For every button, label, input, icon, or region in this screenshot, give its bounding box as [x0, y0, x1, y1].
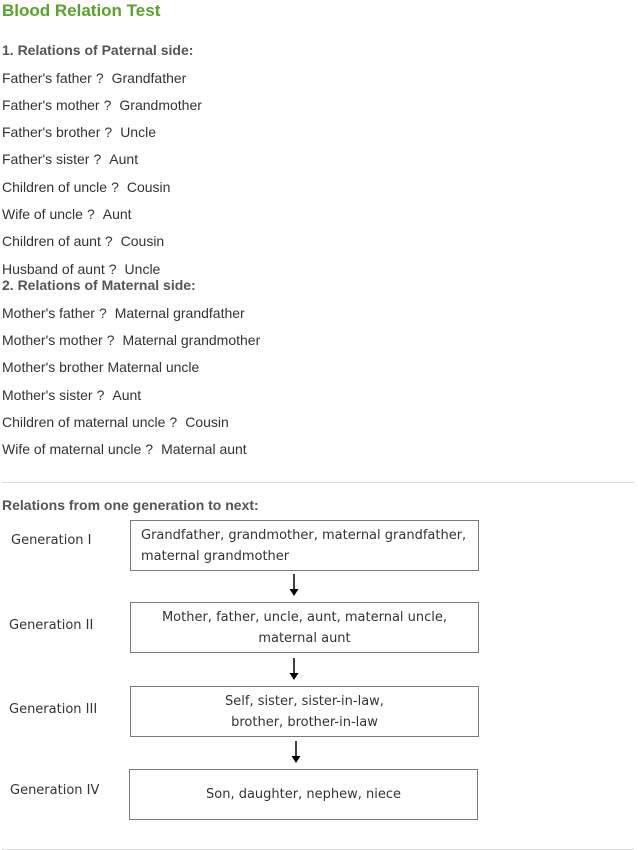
separator: ? — [104, 233, 113, 249]
separator: ? — [86, 206, 95, 222]
relation-text: Father's sister — [2, 151, 90, 167]
relation-text: Mother's mother — [2, 332, 103, 348]
relation-text: Husband of aunt — [2, 261, 105, 277]
generation-box: Grandfather, grandmother, maternal grand… — [130, 520, 479, 571]
relation-answer: Maternal grandmother — [122, 332, 261, 348]
relation-line: Wife of maternal uncle? Maternal aunt — [2, 441, 247, 457]
relation-line: Father's mother? Grandmother — [2, 97, 202, 113]
relation-text: Father's mother — [2, 97, 100, 113]
relation-answer: Maternal grandfather — [114, 305, 245, 321]
generation-box: Son, daughter, nephew, niece — [129, 769, 478, 820]
generation-text: Son, daughter, nephew, niece — [206, 787, 401, 802]
separator: ? — [108, 261, 117, 277]
page-title: Blood Relation Test — [2, 1, 161, 20]
relation-answer: Uncle — [124, 261, 161, 277]
separator: ? — [95, 70, 104, 86]
generation-text: Grandfather, grandmother, maternal grand… — [141, 527, 467, 543]
relation-line: Wife of uncle? Aunt — [2, 206, 132, 222]
relation-text: Wife of uncle — [2, 206, 83, 222]
relation-answer: Cousin — [120, 233, 165, 249]
relation-text: Mother's sister — [2, 387, 93, 403]
generation-label: Generation III — [9, 702, 98, 717]
generation-label: Generation II — [9, 618, 94, 633]
generation-text: maternal aunt — [258, 630, 351, 646]
relation-text: Children of maternal uncle — [2, 414, 166, 430]
relation-text: Mother's father — [2, 305, 95, 321]
relation-line: Mother's father? Maternal grandfather — [2, 305, 245, 321]
generations-heading: Relations from one generation to next: — [2, 497, 259, 513]
relation-text: Father's father — [2, 70, 92, 86]
relation-text: Father's brother — [2, 124, 101, 140]
relation-answer: Grandmother — [119, 97, 202, 113]
generation-box: Mother, father, uncle, aunt, maternal un… — [130, 602, 479, 653]
paternal-heading: 1. Relations of Paternal side: — [2, 42, 194, 58]
separator: ? — [98, 305, 107, 321]
relation-line: Children of aunt? Cousin — [2, 233, 164, 249]
separator: ? — [169, 414, 178, 430]
generation-text: Self, sister, sister-in-law, — [225, 693, 384, 709]
relation-line: Children of maternal uncle? Cousin — [2, 414, 229, 430]
relation-line: Mother's mother? Maternal grandmother — [2, 332, 260, 348]
separator: ? — [111, 179, 119, 195]
relation-answer: Cousin — [185, 414, 229, 430]
relation-answer: Cousin — [126, 179, 171, 195]
separator: ? — [145, 441, 154, 457]
separator: ? — [104, 124, 113, 140]
generation-label: Generation I — [11, 533, 92, 548]
relation-text: Mother's brother — [2, 359, 104, 375]
maternal-heading: 2. Relations of Maternal side: — [2, 277, 196, 293]
relation-line: Mother's sister? Aunt — [2, 387, 141, 403]
generation-text: brother, brother-in-law — [231, 714, 378, 730]
generation-box: Self, sister, sister-in-law, brother, br… — [130, 686, 479, 737]
separator: ? — [93, 151, 102, 167]
relation-line: Father's sister? Aunt — [2, 151, 138, 167]
relation-answer: Maternal aunt — [161, 441, 247, 457]
relation-answer: Uncle — [120, 124, 156, 140]
relation-line: Father's father? Grandfather — [2, 70, 186, 86]
separator: ? — [96, 387, 105, 403]
relation-text: Wife of maternal uncle — [2, 441, 142, 457]
generation-label: Generation IV — [10, 783, 100, 798]
relation-line: Husband of aunt? Uncle — [2, 261, 160, 277]
separator: ? — [106, 332, 115, 348]
relation-answer: Aunt — [102, 206, 132, 222]
relation-answer: Aunt — [112, 387, 142, 403]
relation-answer: Aunt — [109, 151, 139, 167]
relation-text: Children of aunt — [2, 233, 101, 249]
relation-answer: Grandfather — [111, 70, 187, 86]
generation-text: maternal grandmother — [141, 548, 290, 564]
relation-text: Children of uncle — [2, 179, 108, 195]
relation-answer: Maternal uncle — [107, 359, 200, 375]
relation-line: Father's brother? Uncle — [2, 124, 156, 140]
divider — [2, 482, 634, 483]
relation-line: Children of uncle? Cousin — [2, 179, 170, 195]
separator: ? — [103, 97, 112, 113]
down-arrow-icon — [289, 574, 299, 596]
generation-text: Mother, father, uncle, aunt, maternal un… — [161, 609, 448, 625]
down-arrow-icon — [291, 741, 301, 763]
down-arrow-icon — [289, 658, 299, 680]
